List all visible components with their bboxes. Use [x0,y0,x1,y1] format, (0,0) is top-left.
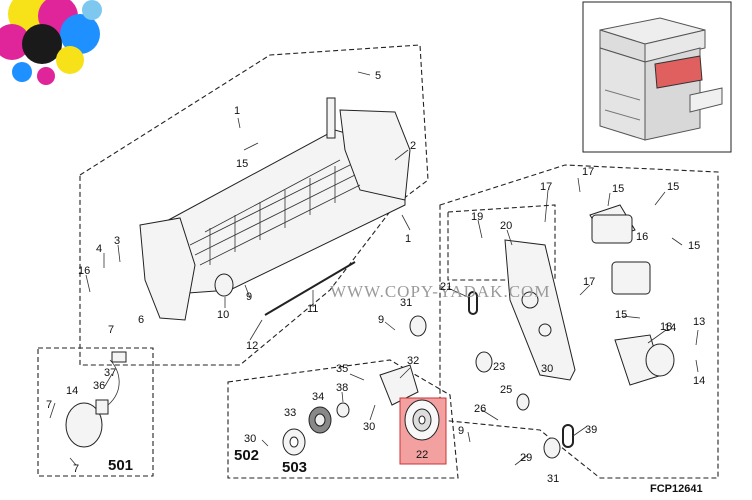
part-label: 16 [636,231,648,243]
part-label: 32 [407,355,419,367]
belt-21 [468,291,478,315]
part-label: 23 [493,361,505,373]
part-label: 9 [378,314,384,326]
part-label: 15 [688,240,700,252]
leader-lines [49,71,699,466]
gear-25 [516,393,530,411]
group-label-501: 501 [108,457,133,474]
part-label: 30 [363,421,375,433]
part-label: 17 [540,181,552,193]
part-number-labels: 5 1 15 2 1 4 3 16 9 10 11 12 6 7 9 31 21… [46,70,705,485]
part-label: 14 [66,385,78,397]
gear-10 [214,273,234,297]
part-label: 15 [612,183,624,195]
part-13-disc [65,351,127,448]
part-label: 11 [307,303,318,315]
watermark-text: WWW.COPY-YADAK.COM [330,282,550,301]
part-label: 15 [615,309,627,321]
motor-16-top [589,204,636,244]
part-label: 15 [667,181,679,193]
drive-frame-plate [504,239,576,381]
part-label: 34 [312,391,324,403]
part-label: 31 [547,473,559,485]
part-label: 39 [585,424,597,436]
part-label: 36 [93,380,105,392]
highlighted-part-label: 22 [416,449,428,461]
fuser-group-outline [79,44,429,366]
drive-group-outline [439,164,719,479]
part-label: 2 [410,140,416,152]
part-label: 14 [664,322,676,334]
motor-18 [614,334,675,386]
gear-33 [308,406,332,434]
part-label: 1 [234,105,240,117]
part-label: 25 [500,384,512,396]
part-label: 19 [471,211,483,223]
part-label: 9 [246,291,252,303]
part-label: 4 [96,243,102,255]
gear-34 [282,428,306,456]
part-label: 33 [284,407,296,419]
gear-31-bottom [543,437,561,459]
gear-31-top [409,315,427,337]
part-label: 6 [138,314,144,326]
part-label: 14 [693,375,705,387]
part-label: 7 [108,324,114,336]
group-label-502: 502 [234,447,259,464]
part-label: 1 [405,233,411,245]
highlighted-gear-22 [399,397,447,465]
part-label: 30 [244,433,256,445]
group-501-outline [37,347,154,477]
part-label: 21 [440,281,452,293]
gear-23 [475,351,493,373]
part-label: 29 [520,452,532,464]
part-label: 15 [236,158,248,170]
part-label: 7 [73,463,79,475]
part-label: 5 [375,70,381,82]
copier-machine-icon [582,1,732,153]
bracket-32 [379,364,419,406]
part-label: 37 [104,367,116,379]
group-502-outline [227,359,459,479]
fuser-unit [139,97,411,321]
part-label: 7 [46,399,52,411]
part-label: 38 [336,382,348,394]
part-label: 9 [458,425,464,437]
group-label-503: 503 [282,459,307,476]
part-label: 3 [114,235,120,247]
part-label: 16 [78,265,90,277]
part-label: 26 [474,403,486,415]
part-label: 20 [500,220,512,232]
part-label: 17 [583,276,595,288]
part-label: 35 [336,363,348,375]
part-label: 30 [541,363,553,375]
part-label: 13 [693,316,705,328]
heat-roller-rod [264,261,356,316]
washer-38 [336,402,350,418]
motor-16-bottom [611,261,651,295]
part-label: 18 [660,321,672,333]
color-logo-icon [0,0,102,85]
drawing-code: FCP12641 [650,483,703,495]
part-label: 10 [217,309,229,321]
part-label: 17 [582,166,594,178]
belt-39 [562,424,574,448]
part-label: 12 [246,340,258,352]
part-label: 31 [400,297,412,309]
